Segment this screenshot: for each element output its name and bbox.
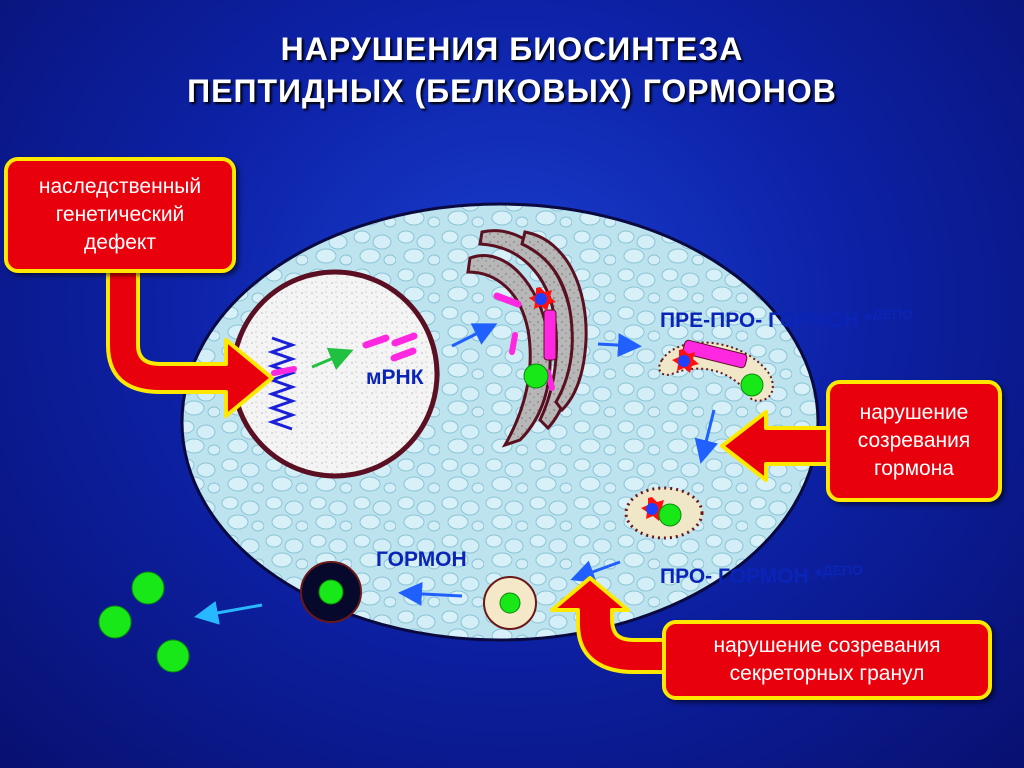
exocytosis-vesicle: [300, 561, 362, 623]
pre-pro-depot-text: ДЕПО: [872, 306, 914, 322]
pro-hormone-text: ПРО- ГОРМОН *: [660, 565, 823, 588]
pre-pro-hormone-text: ПРЕ-ПРО- ГОРМОН *: [660, 309, 873, 332]
arrow-to-pro: [694, 409, 719, 464]
golgi-peptides: [493, 292, 557, 391]
maturation-line-2: созревания: [857, 429, 971, 452]
maturation-line-1: нарушение: [859, 401, 969, 424]
genetic-defect-line-3: дефект: [84, 231, 156, 254]
arrow-to-exocytosis: [398, 581, 463, 606]
pro-hormone-label: ПРО- ГОРМОН *ДЕПО: [660, 562, 863, 589]
page-title: НАРУШЕНИЯ БИОСИНТЕЗА ПЕПТИДНЫХ (БЕЛКОВЫХ…: [0, 28, 1024, 112]
granule-line-1: нарушение созревания: [713, 634, 941, 657]
secretory-granule: [483, 576, 537, 630]
transcription-arrow: [311, 347, 354, 370]
pre-pro-hormone-vesicle: [658, 339, 774, 402]
granule-line-2: секреторных гранул: [729, 662, 925, 685]
pro-hormone-vesicle: [624, 486, 704, 540]
maturation-defect-arrow: [720, 410, 832, 482]
granule-defect-arrow: [550, 576, 668, 674]
arrow-to-prepro: [597, 333, 642, 358]
released-hormones: [98, 571, 190, 673]
dna-strand: [267, 336, 297, 431]
arrow-to-golgi: [451, 323, 498, 348]
dna-gene-mark: [271, 366, 297, 376]
genetic-defect-line-1: наследственный: [38, 175, 202, 198]
pre-pro-hormone-label: ПРЕ-ПРО- ГОРМОН *ДЕПО: [660, 306, 913, 333]
hormone-label: ГОРМОН: [376, 548, 467, 571]
hormone-maturation-box: нарушение созревания гормона: [826, 380, 1002, 502]
genetic-defect-arrow: [106, 266, 274, 418]
golgi-star-marker: [529, 287, 556, 311]
mrna-fragments: [362, 332, 418, 362]
granule-maturation-box: нарушение созревания секреторных гранул: [662, 620, 992, 700]
genetic-defect-line-2: генетический: [55, 203, 185, 226]
title-line-2: ПЕПТИДНЫХ (БЕЛКОВЫХ) ГОРМОНОВ: [187, 73, 837, 109]
arrow-to-granule: [570, 560, 621, 584]
pro-depot-text: ДЕПО: [822, 562, 863, 578]
mrna-label: мРНК: [366, 366, 424, 389]
arrow-secretion: [194, 601, 263, 625]
title-line-1: НАРУШЕНИЯ БИОСИНТЕЗА: [280, 31, 744, 67]
maturation-line-3: гормона: [874, 457, 954, 480]
genetic-defect-box: наследственный генетический дефект: [4, 157, 236, 273]
golgi-hormone-granule: [523, 363, 549, 389]
